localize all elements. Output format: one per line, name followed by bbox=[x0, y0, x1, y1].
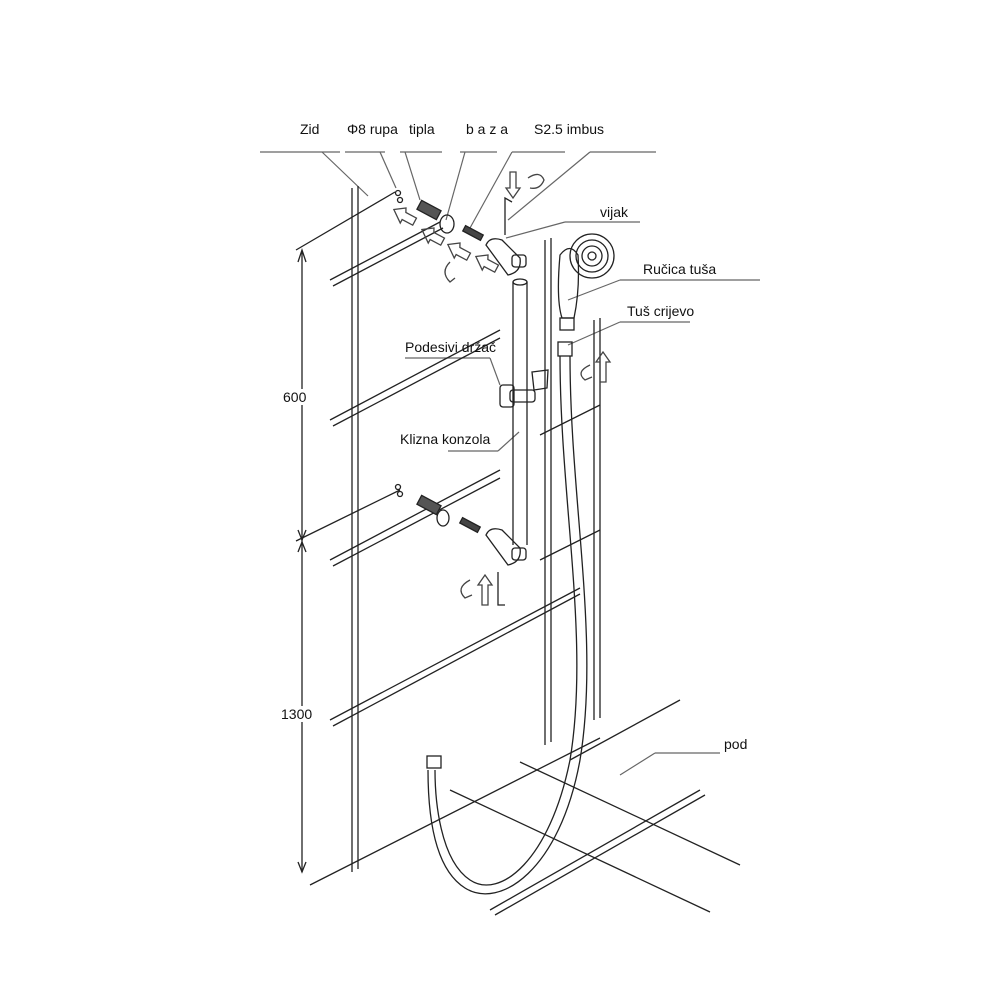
label-hole: Φ8 rupa bbox=[347, 121, 398, 137]
dimension-upper: 600 bbox=[283, 389, 307, 405]
label-wall: Zid bbox=[300, 121, 320, 137]
label-base: b a z a bbox=[466, 121, 509, 137]
leader-lines bbox=[260, 151, 760, 776]
label-dowel: tipla bbox=[409, 121, 435, 137]
wall-tiles bbox=[309, 186, 601, 886]
adjustable-holder bbox=[499, 369, 549, 408]
floor-tiles bbox=[449, 699, 741, 916]
slide-rail bbox=[512, 278, 528, 545]
hand-shower bbox=[557, 233, 615, 357]
label-screw: vijak bbox=[600, 204, 629, 220]
dimension-lower: 1300 bbox=[281, 706, 313, 722]
label-hose: Tuš crijevo bbox=[627, 303, 695, 319]
label-holder: Podesivi držač bbox=[405, 339, 497, 355]
bottom-bracket bbox=[394, 483, 527, 606]
label-floor: pod bbox=[724, 736, 748, 752]
label-hex-key: S2.5 imbus bbox=[534, 121, 605, 137]
dimension-lines bbox=[295, 191, 401, 874]
shower-hose bbox=[426, 355, 588, 895]
label-rail: Klizna konzola bbox=[400, 431, 491, 447]
direction-arrows bbox=[392, 171, 612, 606]
label-hand-shower: Ručica tuša bbox=[643, 261, 717, 277]
top-bracket bbox=[394, 189, 527, 276]
